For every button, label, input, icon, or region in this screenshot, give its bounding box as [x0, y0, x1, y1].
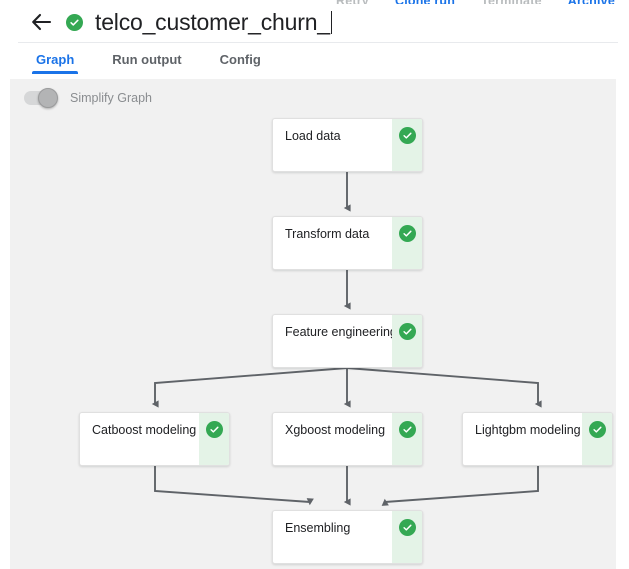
- node-status-success: [582, 413, 612, 465]
- title-text-cursor: [330, 10, 332, 34]
- check-circle-icon: [398, 225, 416, 242]
- node-label: Xgboost modeling: [285, 423, 386, 437]
- tab-run-output[interactable]: Run output: [112, 52, 182, 67]
- node-label: Transform data: [285, 227, 370, 241]
- node-status-success: [392, 511, 422, 563]
- node-label: Catboost modeling: [92, 423, 197, 437]
- graph-node-transform-data[interactable]: Transform data: [272, 216, 423, 270]
- node-status-success: [392, 315, 422, 367]
- simplify-graph-toggle[interactable]: Simplify Graph: [24, 88, 152, 108]
- node-status-success: [392, 413, 422, 465]
- tab-bar: Graph Run output Config: [0, 52, 629, 80]
- edge-feature-lightgbm: [346, 367, 542, 408]
- graph-node-lightgbm-modeling[interactable]: Lightgbm modeling: [462, 412, 613, 466]
- page-title[interactable]: telco_customer_churn_: [95, 9, 332, 36]
- node-label: Ensembling: [285, 521, 351, 535]
- edge-lightgbm-ensembling: [381, 466, 539, 506]
- page-title-text: telco_customer_churn_: [95, 8, 330, 35]
- graph-node-feature-engineering[interactable]: Feature engineering: [272, 314, 423, 368]
- graph-node-load-data[interactable]: Load data: [272, 118, 423, 172]
- edge-catboost-ensembling: [154, 466, 314, 506]
- graph-canvas[interactable]: Simplify Graph Load d: [10, 79, 616, 569]
- tab-config[interactable]: Config: [219, 52, 261, 67]
- header-divider: [18, 42, 618, 43]
- node-label: Lightgbm modeling: [475, 423, 581, 437]
- node-status-success: [392, 119, 422, 171]
- node-status-success: [392, 217, 422, 269]
- node-label: Feature engineering: [285, 325, 392, 339]
- page-header: telco_customer_churn_: [0, 4, 629, 40]
- check-circle-icon: [588, 421, 606, 438]
- success-check-icon: [66, 13, 83, 31]
- tab-graph[interactable]: Graph: [31, 52, 79, 74]
- back-arrow-icon[interactable]: [28, 9, 54, 35]
- check-circle-icon: [398, 421, 416, 438]
- check-circle-icon: [205, 421, 223, 438]
- graph-node-ensembling[interactable]: Ensembling: [272, 510, 423, 564]
- node-label: Load data: [285, 129, 341, 143]
- node-status-success: [199, 413, 229, 465]
- graph-node-xgboost-modeling[interactable]: Xgboost modeling: [272, 412, 423, 466]
- graph-node-catboost-modeling[interactable]: Catboost modeling: [79, 412, 230, 466]
- toggle-knob[interactable]: [38, 88, 58, 108]
- simplify-graph-label: Simplify Graph: [70, 91, 152, 105]
- check-circle-icon: [398, 127, 416, 144]
- check-circle-icon: [398, 323, 416, 340]
- edge-feature-catboost: [151, 367, 348, 408]
- toggle-track[interactable]: [24, 88, 58, 108]
- check-circle-icon: [398, 519, 416, 536]
